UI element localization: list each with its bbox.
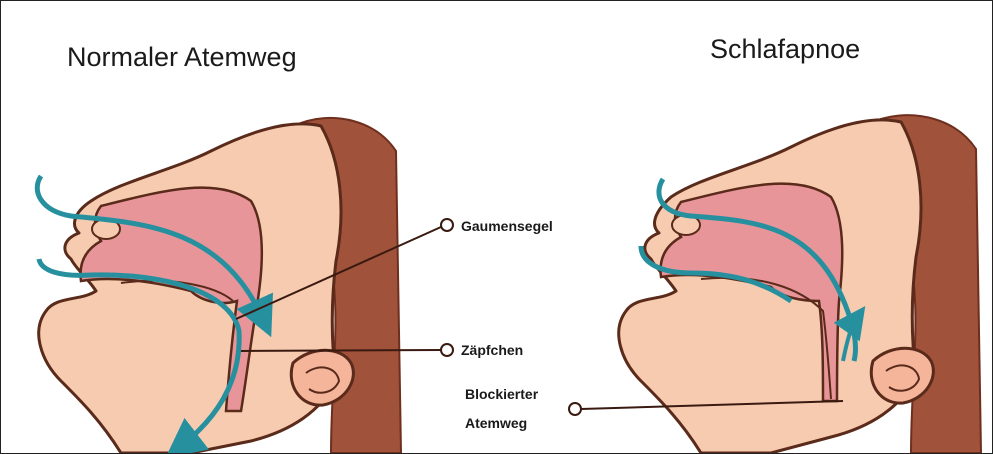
label-blocked-line1: Blockierter [465, 386, 538, 402]
head-normal [37, 118, 401, 453]
label-blocked-line2: Atemweg [465, 415, 527, 431]
callout-dot-icon [569, 403, 581, 415]
leader-line-uvula [241, 350, 441, 351]
label-uvula: Zäpfchen [461, 342, 523, 358]
callout-dot-icon [441, 219, 453, 231]
label-soft-palate: Gaumensegel [461, 218, 553, 234]
callout-dot-icon [441, 344, 453, 356]
